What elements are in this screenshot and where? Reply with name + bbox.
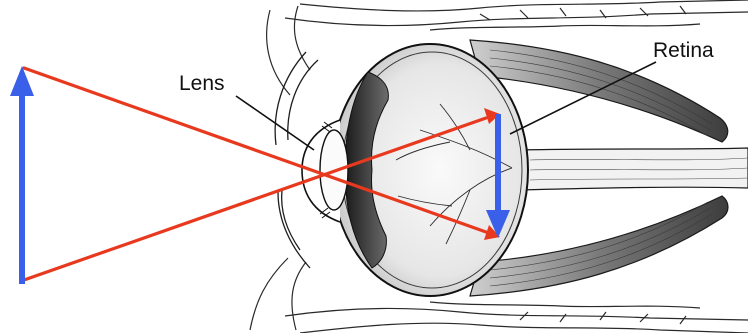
object-arrow: [10, 66, 34, 284]
lens-label: Lens: [179, 72, 225, 95]
retina-label: Retina: [653, 39, 714, 62]
lens-leader-line: [236, 96, 314, 150]
